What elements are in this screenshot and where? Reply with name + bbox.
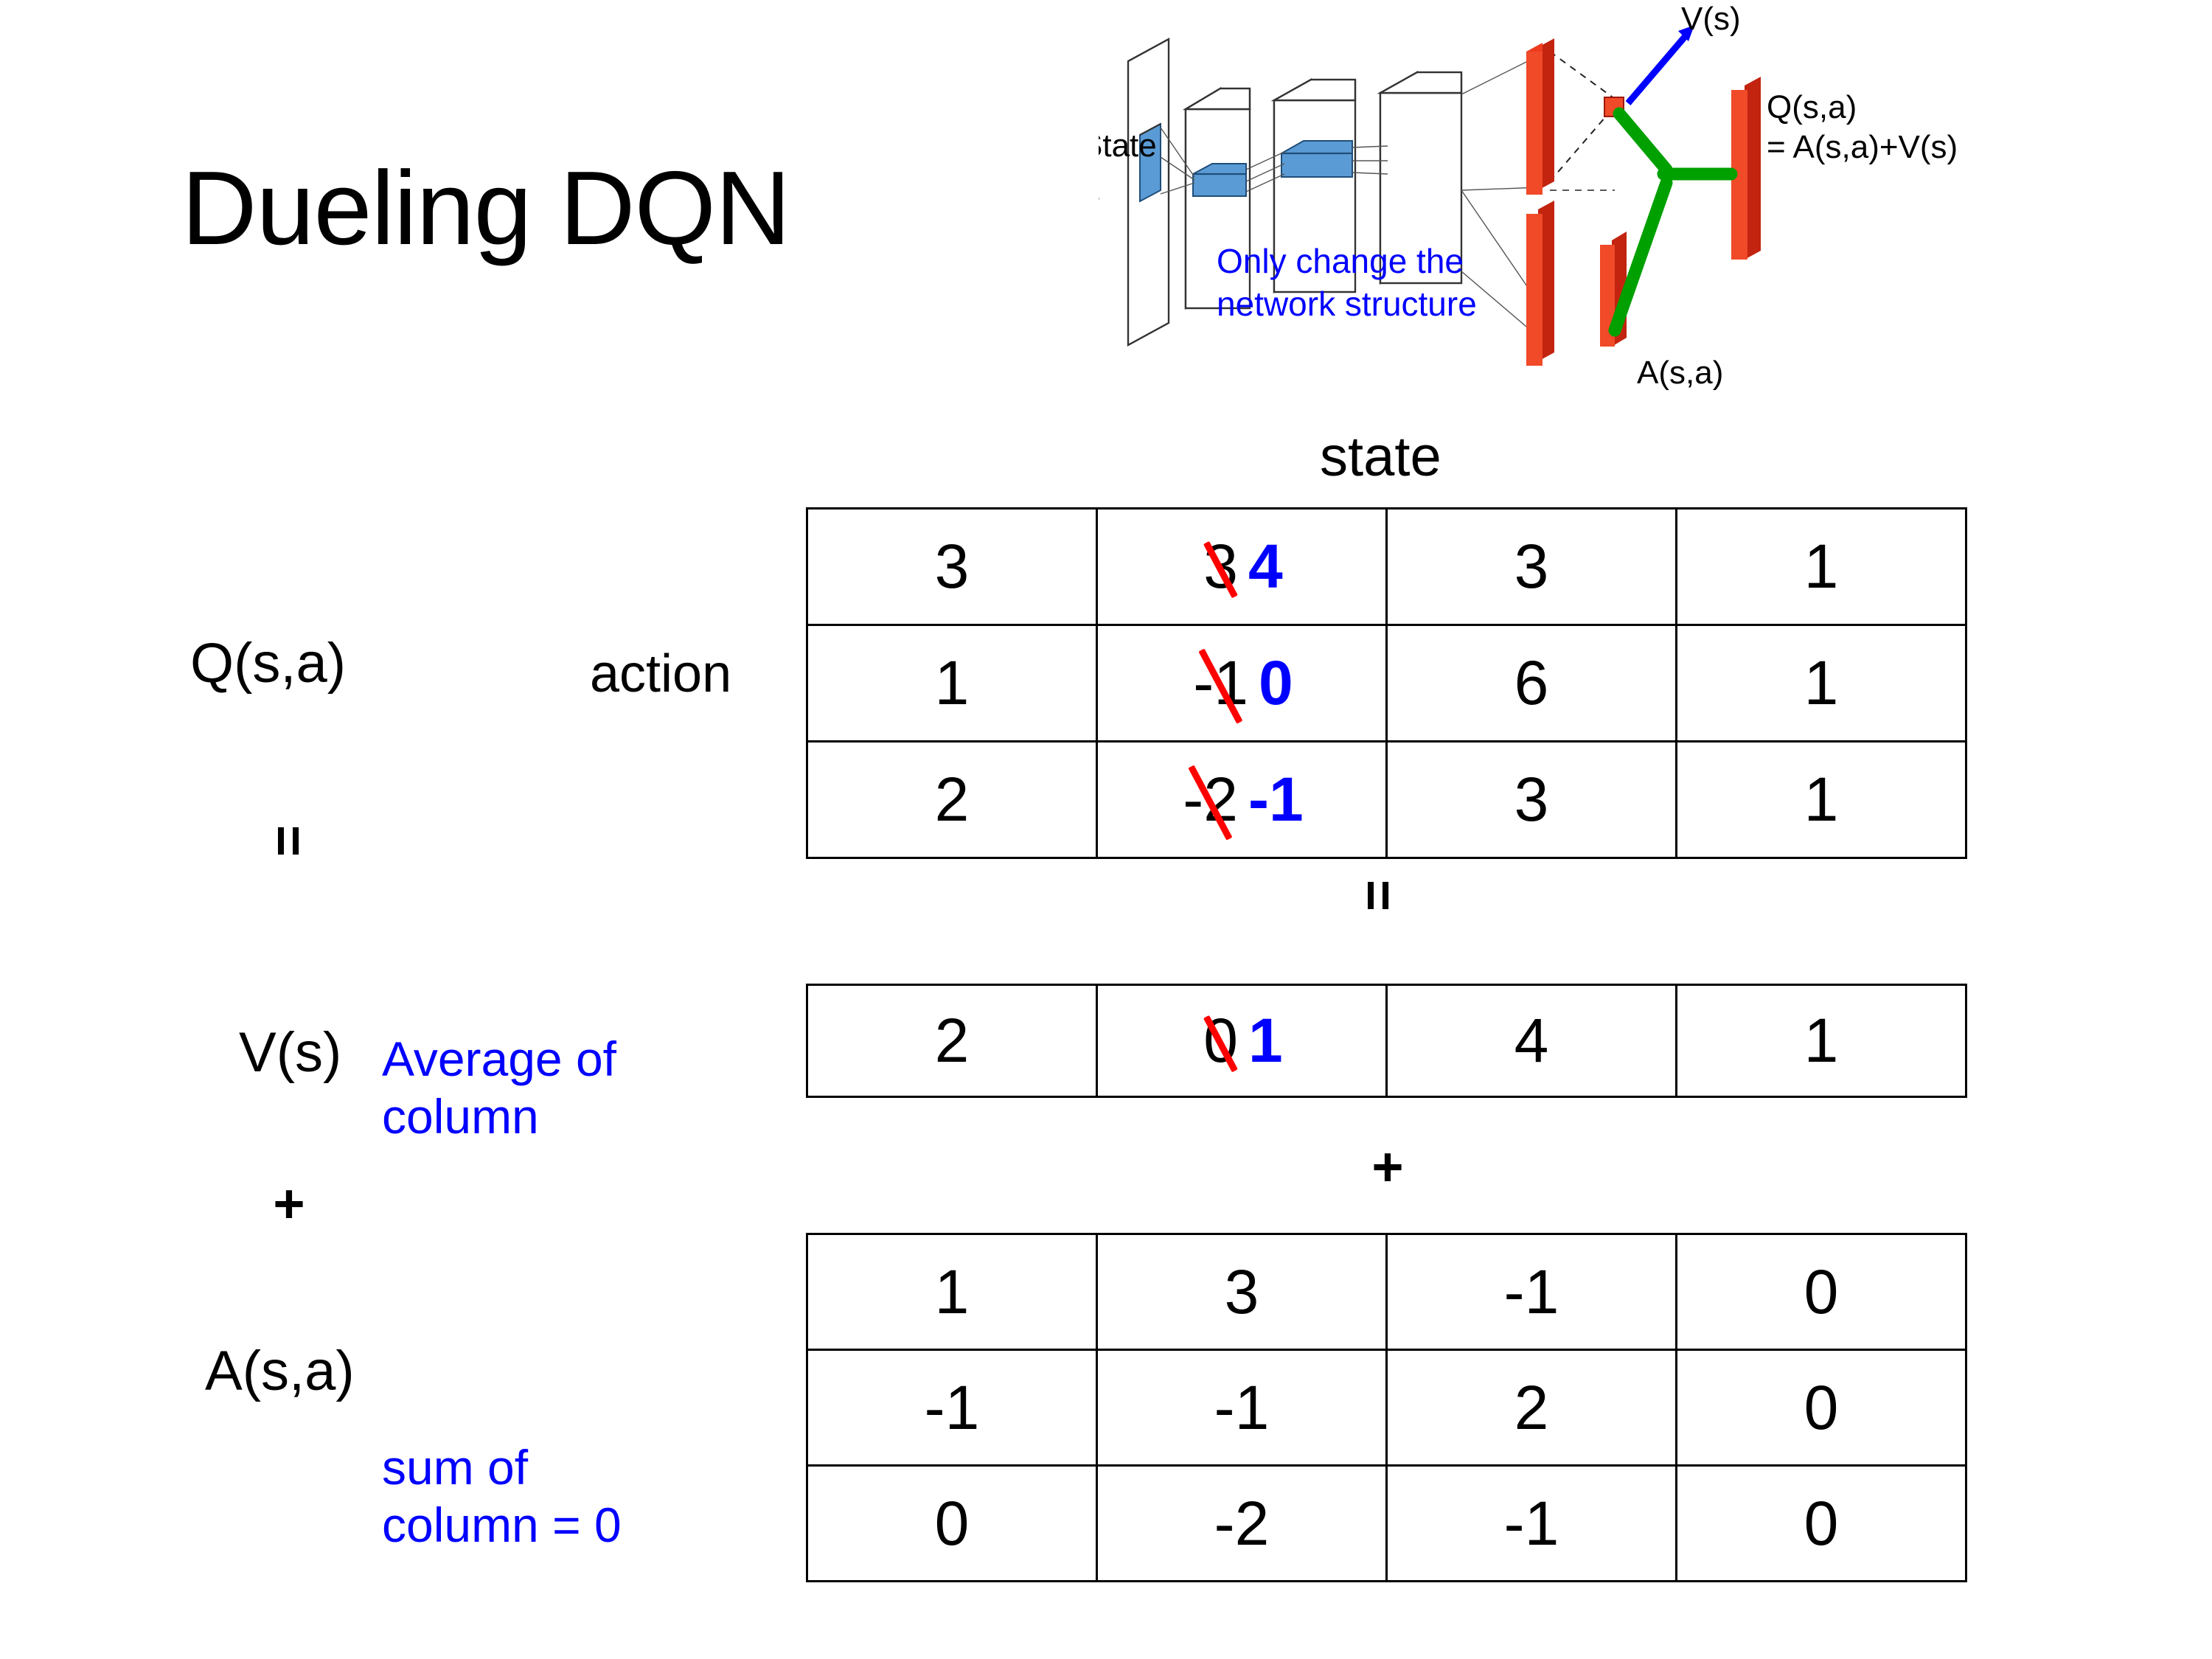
table-cell: -1: [1096, 1349, 1388, 1467]
note-average-of-column: Average of column: [382, 1031, 616, 1146]
table-cell: 3: [806, 507, 1098, 626]
table-cell: 3: [1096, 1233, 1388, 1351]
struck-old-value: 0: [1200, 1009, 1241, 1071]
axis-label-state: state: [1320, 425, 1441, 488]
diagram-output-label-line2: = A(s,a)+V(s): [1767, 129, 1958, 165]
note-sum-of-column: sum of column = 0: [382, 1439, 622, 1554]
label-v-function: V(s): [239, 1021, 342, 1084]
axis-label-action: action: [590, 644, 732, 703]
diagram-output-label-line1: Q(s,a): [1767, 89, 1857, 125]
note-average-line2: column: [382, 1088, 539, 1144]
diagram-note-line2: network structure: [1217, 285, 1477, 323]
table-cell: 6: [1385, 624, 1677, 742]
table-cell: 4: [1385, 984, 1677, 1098]
corrected-new-value: 1: [1248, 1006, 1283, 1075]
edited-value-group: -2-1: [1180, 768, 1303, 830]
diagram-input-label-line2: s: [1099, 175, 1100, 211]
diagram-value-head-label: V(s): [1681, 6, 1741, 37]
struck-old-value: -1: [1190, 652, 1251, 714]
table-cell: 2: [806, 740, 1098, 859]
struck-old-value: 3: [1200, 535, 1241, 597]
diagram-advantage-head-label: A(s,a): [1637, 355, 1723, 391]
dueling-network-diagram: V(s) A(s,a) Q(s,a) = A(s,a)+V(s) State s…: [1099, 6, 2205, 404]
table-cell: 2: [1385, 1349, 1677, 1467]
struck-old-value: -2: [1180, 768, 1241, 830]
table-cell: 0: [1675, 1233, 1967, 1351]
corrected-new-value: -1: [1248, 765, 1304, 834]
table-cell: 1: [806, 1233, 1098, 1351]
table-cell: 1: [1675, 984, 1967, 1098]
diagram-note-line1: Only change the: [1217, 242, 1464, 280]
table-cell: 2: [806, 984, 1098, 1098]
table-cell: 1: [1675, 740, 1967, 859]
table-cell: 3: [1385, 507, 1677, 626]
note-sum-line1: sum of: [382, 1440, 529, 1495]
table-cell: 0: [1675, 1349, 1967, 1467]
table-cell: 1: [1675, 624, 1967, 742]
table-cell: -1: [1385, 1464, 1677, 1582]
table-cell: 1: [806, 624, 1098, 742]
corrected-new-value: 0: [1258, 648, 1293, 717]
table-cell: -2: [1096, 1464, 1388, 1582]
note-average-line1: Average of: [382, 1032, 617, 1086]
label-q-function: Q(s,a): [190, 632, 347, 695]
page-title: Dueling DQN: [181, 150, 791, 267]
table-cell: 0: [1675, 1464, 1967, 1582]
table-cell: 3: [1385, 740, 1677, 859]
equals-sign-middle: =: [1348, 879, 1410, 912]
diagram-input-label-line1: State: [1099, 128, 1157, 164]
table-cell: -1: [806, 1349, 1098, 1467]
table-cell: 0: [806, 1464, 1098, 1582]
table-cell-edited: -2-1: [1096, 740, 1388, 859]
plus-sign-left: +: [273, 1173, 305, 1234]
label-a-function: A(s,a): [205, 1340, 355, 1402]
equals-sign-left: =: [258, 824, 320, 858]
corrected-new-value: 4: [1248, 532, 1283, 601]
table-cell: 1: [1675, 507, 1967, 626]
table-cell: -1: [1385, 1233, 1677, 1351]
plus-sign-middle: +: [1371, 1136, 1404, 1197]
note-sum-line2: column = 0: [382, 1497, 622, 1552]
